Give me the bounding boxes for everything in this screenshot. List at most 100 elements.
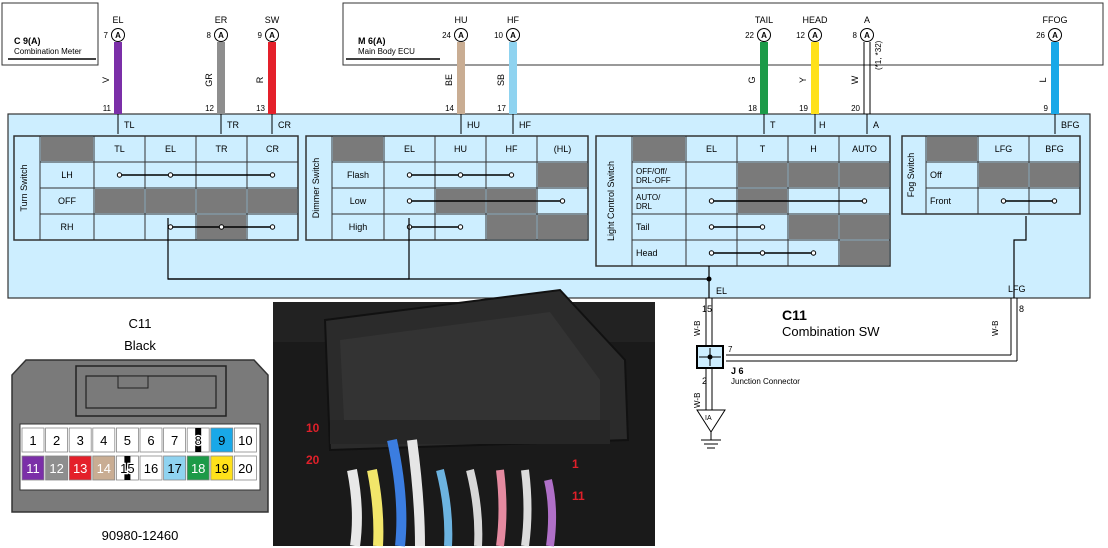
light-col-0: EL [706,144,717,154]
pin-top-er: 8 [207,31,212,40]
photo-pin-10: 10 [306,421,320,435]
turn-col-2: TR [216,144,228,154]
turn-row-0: LH [61,170,73,180]
svg-text:A: A [761,31,767,40]
wires: AEL711VTLAER812GRTRASW913RCRAHU2414BEHUA… [101,15,1080,134]
box-label-hf: HF [519,120,531,130]
el-gnd-pin: 15 [702,304,712,314]
photo-pin-11: 11 [572,489,585,503]
connector-photo: 10 20 1 11 [273,288,655,547]
jc-pin: 7 [728,345,733,354]
signal-er: ER [215,15,228,25]
svg-text:A: A [115,31,121,40]
pin-top-a: 8 [853,31,858,40]
face-pin-1: 1 [21,427,45,453]
wire-color-sw: R [255,76,265,83]
pin-marker-el [111,28,125,42]
el-bus [167,216,1027,298]
svg-text:1: 1 [29,433,36,448]
photo-pin-1: 1 [572,457,579,471]
pin-marker-er [214,28,228,42]
pin-bottom-er: 12 [205,104,214,113]
face-part-number: 90980-12460 [102,528,179,543]
pin-bottom-sw: 13 [256,104,265,113]
wire-color-el: V [101,77,111,83]
svg-text:19: 19 [215,461,229,476]
pin-top-tail: 22 [745,31,754,40]
pin-marker-head [808,28,822,42]
svg-text:14: 14 [97,461,111,476]
wire-color-er: GR [204,73,214,87]
pin-marker-sw [265,28,279,42]
connector-c11-name: Combination SW [782,324,880,339]
bottom-el-label: EL [716,286,727,296]
svg-text:A: A [1052,31,1058,40]
face-pin-17: 17 [163,455,187,481]
photo-pin-20: 20 [306,453,320,467]
svg-text:DRL-OFF: DRL-OFF [636,176,671,185]
pin-top-hu: 24 [442,31,451,40]
fog-row-0: Off [930,170,942,180]
wire-a-note: (*1, *32) [874,40,883,70]
out-gnd-wire: W-B [693,393,702,408]
m6-name: Main Body ECU [358,47,415,56]
light-col-3: AUTO [852,144,877,154]
signal-sw: SW [265,15,280,25]
face-pin-3: 3 [68,427,92,453]
svg-text:15: 15 [120,461,134,476]
svg-text:13: 13 [73,461,87,476]
fog-col-0: LFG [995,144,1013,154]
face-pin-15: 15 [116,455,139,481]
fog-col-1: BFG [1045,144,1064,154]
svg-text:12: 12 [49,461,63,476]
face-pin-16: 16 [139,455,163,481]
face-pin-13: 13 [68,455,92,481]
pin-marker-hu [454,28,468,42]
light-row-0: OFF/Off/ [636,167,668,176]
signal-tail: TAIL [755,15,773,25]
box-label-sw: CR [278,120,291,130]
face-color: Black [124,338,156,353]
dimmer-col-2: HF [506,144,518,154]
pin-top-ffog: 26 [1036,31,1045,40]
face-pin-12: 12 [45,455,68,481]
svg-text:A: A [864,31,870,40]
turn-switch-title: Turn Switch [19,164,29,211]
dimmer-col-3: (HL) [554,144,572,154]
signal-ffog: FFOG [1043,15,1068,25]
turn-col-0: TL [114,144,125,154]
svg-text:A: A [458,31,464,40]
fog-row-1: Front [930,196,952,206]
turn-row-1: OFF [58,196,76,206]
svg-text:11: 11 [26,461,40,476]
el-gnd-wire: W-B [693,321,702,336]
turn-col-1: EL [165,144,176,154]
svg-text:10: 10 [238,433,252,448]
box-label-el: TL [124,120,135,130]
dimmer-row-0: Flash [347,170,369,180]
pin-bottom-hu: 14 [445,104,454,113]
pin-bottom-a: 20 [851,104,860,113]
earth-symbol [701,432,721,449]
signal-hu: HU [455,15,468,25]
ground-ia-label: IA [705,415,712,422]
c9-id: C 9(A) [14,36,41,46]
face-pin-18: 18 [186,455,210,481]
pin-bottom-tail: 18 [748,104,757,113]
light-row-2: Tail [636,222,650,232]
svg-text:A: A [218,31,224,40]
svg-text:9: 9 [218,433,225,448]
svg-text:5: 5 [124,433,131,448]
light-row-3: Head [636,248,658,258]
wire-color-hf: SB [496,74,506,86]
